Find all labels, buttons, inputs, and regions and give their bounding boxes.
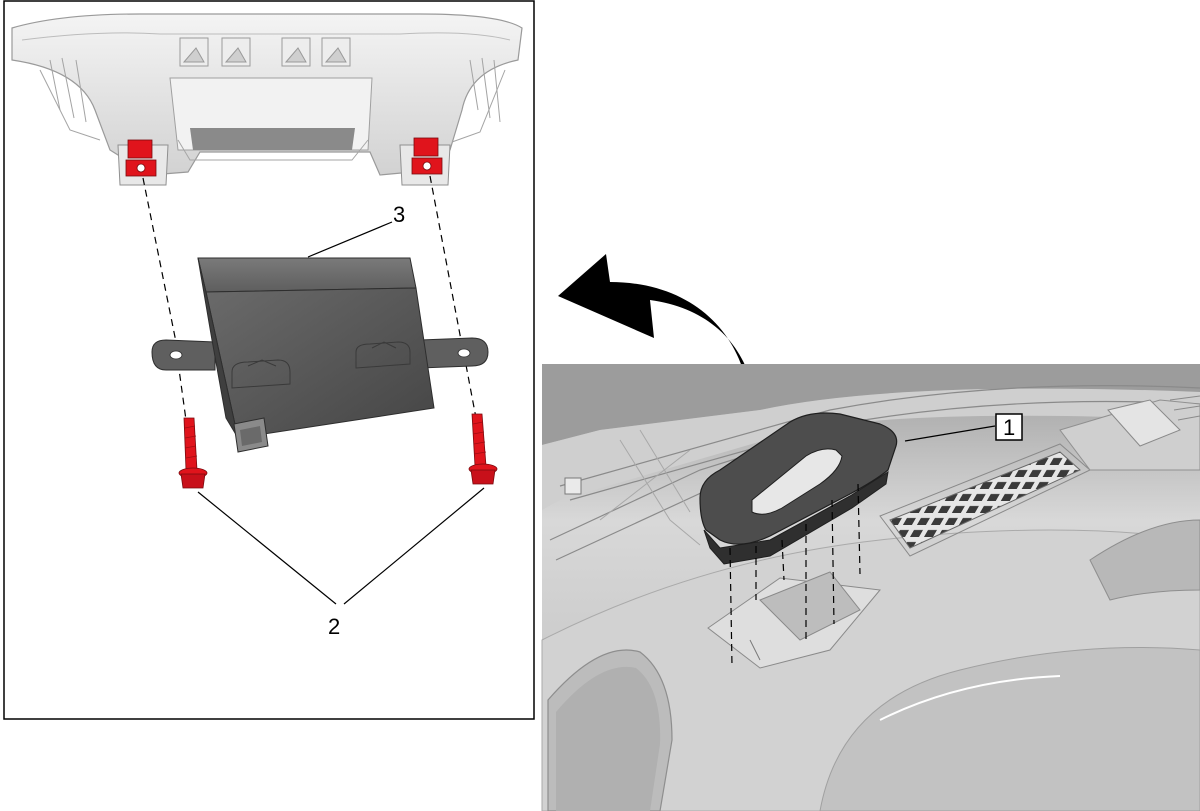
right-detail-panel: 1 — [541, 364, 1200, 811]
control-module — [151, 257, 489, 453]
overhead-console — [11, 13, 523, 186]
left-detail-panel: 3 2 — [3, 0, 535, 720]
callout-1: 1 — [1003, 415, 1015, 440]
leader-lines-left — [197, 221, 485, 605]
callout-1-box: 1 — [995, 413, 1023, 441]
clip-alignment-lines — [729, 483, 861, 667]
callout-3: 3 — [393, 202, 405, 227]
right-mount-boss — [399, 137, 451, 186]
left-mount-boss — [117, 139, 169, 186]
alignment-lines — [142, 175, 477, 421]
leader-line-1 — [904, 425, 996, 442]
removal-arrow-icon — [558, 254, 759, 436]
callout-2: 2 — [328, 614, 340, 639]
screw-right — [468, 413, 498, 485]
trim-bezel — [699, 412, 898, 565]
screw-left — [178, 417, 208, 489]
